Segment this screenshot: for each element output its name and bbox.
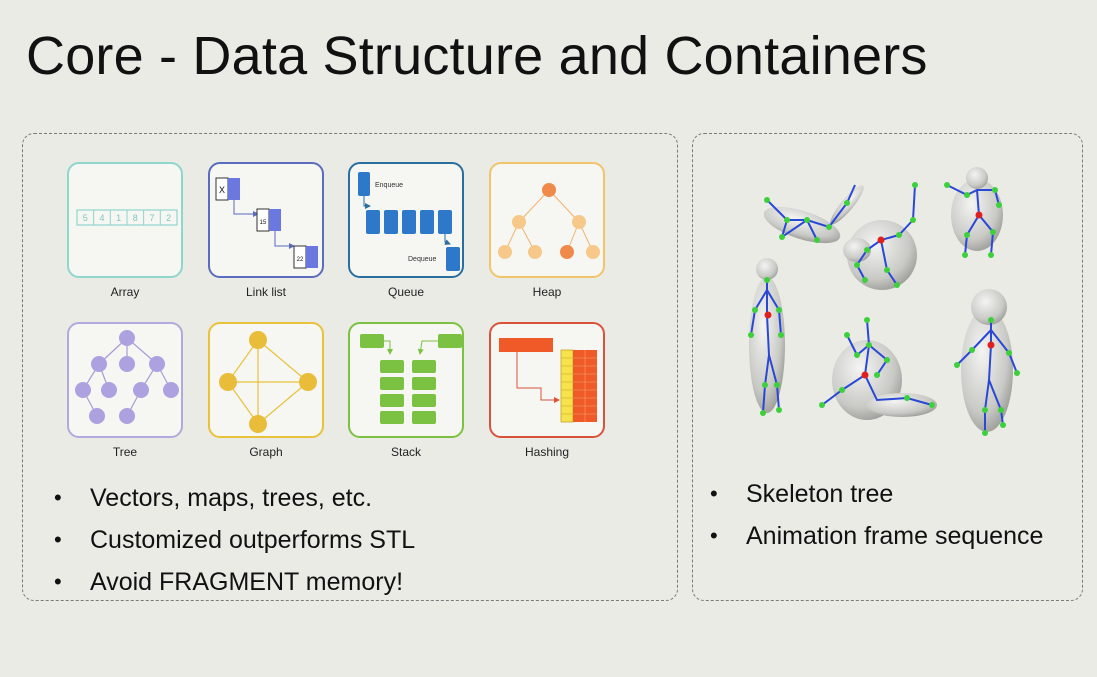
heap-diagram: [489, 162, 605, 278]
graph-node: [249, 415, 267, 433]
tile-label-hashing: Hashing: [524, 445, 570, 459]
skeleton-figure: [954, 289, 1020, 436]
tile-queue: Enqueue Dequeue Queue: [346, 162, 466, 299]
heap-node: [542, 183, 556, 197]
node-value: 15: [260, 220, 267, 226]
tile-stack: Stack: [346, 322, 466, 459]
tree-node: [119, 330, 135, 346]
queue-diagram: Enqueue Dequeue: [348, 162, 464, 278]
tree-node: [119, 356, 135, 372]
heap-node: [498, 245, 512, 259]
tile-label-array: Array: [110, 285, 140, 299]
tree-node: [149, 356, 165, 372]
array-value: 1: [116, 213, 121, 223]
tile-heap: Heap: [487, 162, 607, 299]
heap-node: [512, 215, 526, 229]
hashing-diagram: [489, 322, 605, 438]
tile-tree: Tree: [65, 322, 185, 459]
tree-node: [91, 356, 107, 372]
skeleton-panel: [692, 133, 1083, 601]
bullet-item: Customized outperforms STL: [44, 519, 415, 561]
heap-node: [560, 245, 574, 259]
tile-label-link-list: Link list: [245, 285, 286, 299]
array-value: 8: [133, 213, 138, 223]
tile-hashing: Hashing: [487, 322, 607, 459]
array-diagram: 5 4 1 8 7 2: [67, 162, 183, 278]
bullet-item: Vectors, maps, trees, etc.: [44, 477, 415, 519]
tree-node: [101, 382, 117, 398]
tree-node: [119, 408, 135, 424]
tree-node: [133, 382, 149, 398]
tree-node: [89, 408, 105, 424]
tile-label-stack: Stack: [390, 445, 421, 459]
skeleton-figure: [843, 182, 918, 290]
array-value: 4: [99, 213, 104, 223]
skeleton-poses-illustration: [748, 167, 1020, 436]
node-value: X: [219, 185, 225, 195]
tree-node: [75, 382, 91, 398]
heap-node: [586, 245, 600, 259]
skeleton-figure: [819, 317, 937, 420]
tile-label-queue: Queue: [387, 285, 425, 299]
bullet-item: Animation frame sequence: [700, 515, 1043, 557]
skeleton-figure: [748, 258, 785, 416]
graph-node: [299, 373, 317, 391]
heap-node: [572, 215, 586, 229]
tile-label-tree: Tree: [112, 445, 138, 459]
graph-node: [249, 331, 267, 349]
graph-node: [219, 373, 237, 391]
array-value: 2: [166, 213, 171, 223]
heap-node: [528, 245, 542, 259]
enqueue-label: Enqueue: [375, 182, 403, 189]
graph-diagram: [208, 322, 324, 438]
dequeue-label: Dequeue: [408, 256, 437, 263]
array-value: 5: [83, 213, 88, 223]
tile-graph: Graph: [206, 322, 326, 459]
array-value: 7: [149, 213, 154, 223]
right-bullet-list: Skeleton tree Animation frame sequence: [700, 473, 1043, 557]
bullet-item: Avoid FRAGMENT memory!: [44, 561, 415, 603]
skeleton-figure: [763, 184, 864, 244]
linklist-diagram: X 15 22: [208, 162, 324, 278]
bullet-item: Skeleton tree: [700, 473, 1043, 515]
tile-link-list: X 15 22 Link list: [206, 162, 326, 299]
slide-title: Core - Data Structure and Containers: [26, 26, 928, 86]
tile-label-graph: Graph: [249, 445, 283, 459]
tile-label-heap: Heap: [532, 285, 562, 299]
tree-diagram: [67, 322, 183, 438]
tree-node: [163, 382, 179, 398]
tile-array: 5 4 1 8 7 2 Array: [65, 162, 185, 299]
left-bullet-list: Vectors, maps, trees, etc. Customized ou…: [44, 477, 415, 603]
array-cells: [76, 209, 178, 226]
node-value: 22: [297, 257, 304, 263]
stack-diagram: [348, 322, 464, 438]
skeleton-figure: [944, 167, 1003, 258]
